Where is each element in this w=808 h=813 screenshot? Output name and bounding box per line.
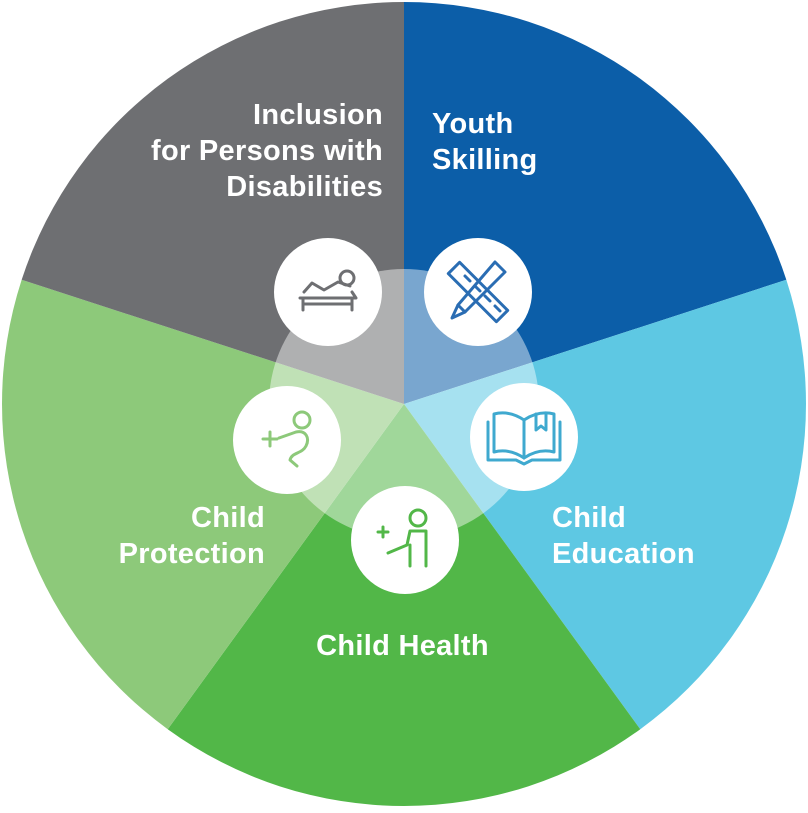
child-health-icon [351, 486, 459, 594]
label-child-protection: Child Protection [118, 502, 265, 570]
child-protection-icon [233, 386, 341, 494]
label-child-education: Child Education [552, 502, 695, 570]
ruler-pencil-icon [424, 238, 532, 346]
open-book-icon [470, 383, 578, 491]
label-youth-skilling: Youth Skilling [432, 108, 538, 176]
person-reclining-icon [274, 238, 382, 346]
sector-child-health [167, 404, 641, 806]
label-inclusion: Inclusion for Persons with Disabilities [151, 99, 383, 203]
label-child-health: Child Health [316, 630, 489, 662]
